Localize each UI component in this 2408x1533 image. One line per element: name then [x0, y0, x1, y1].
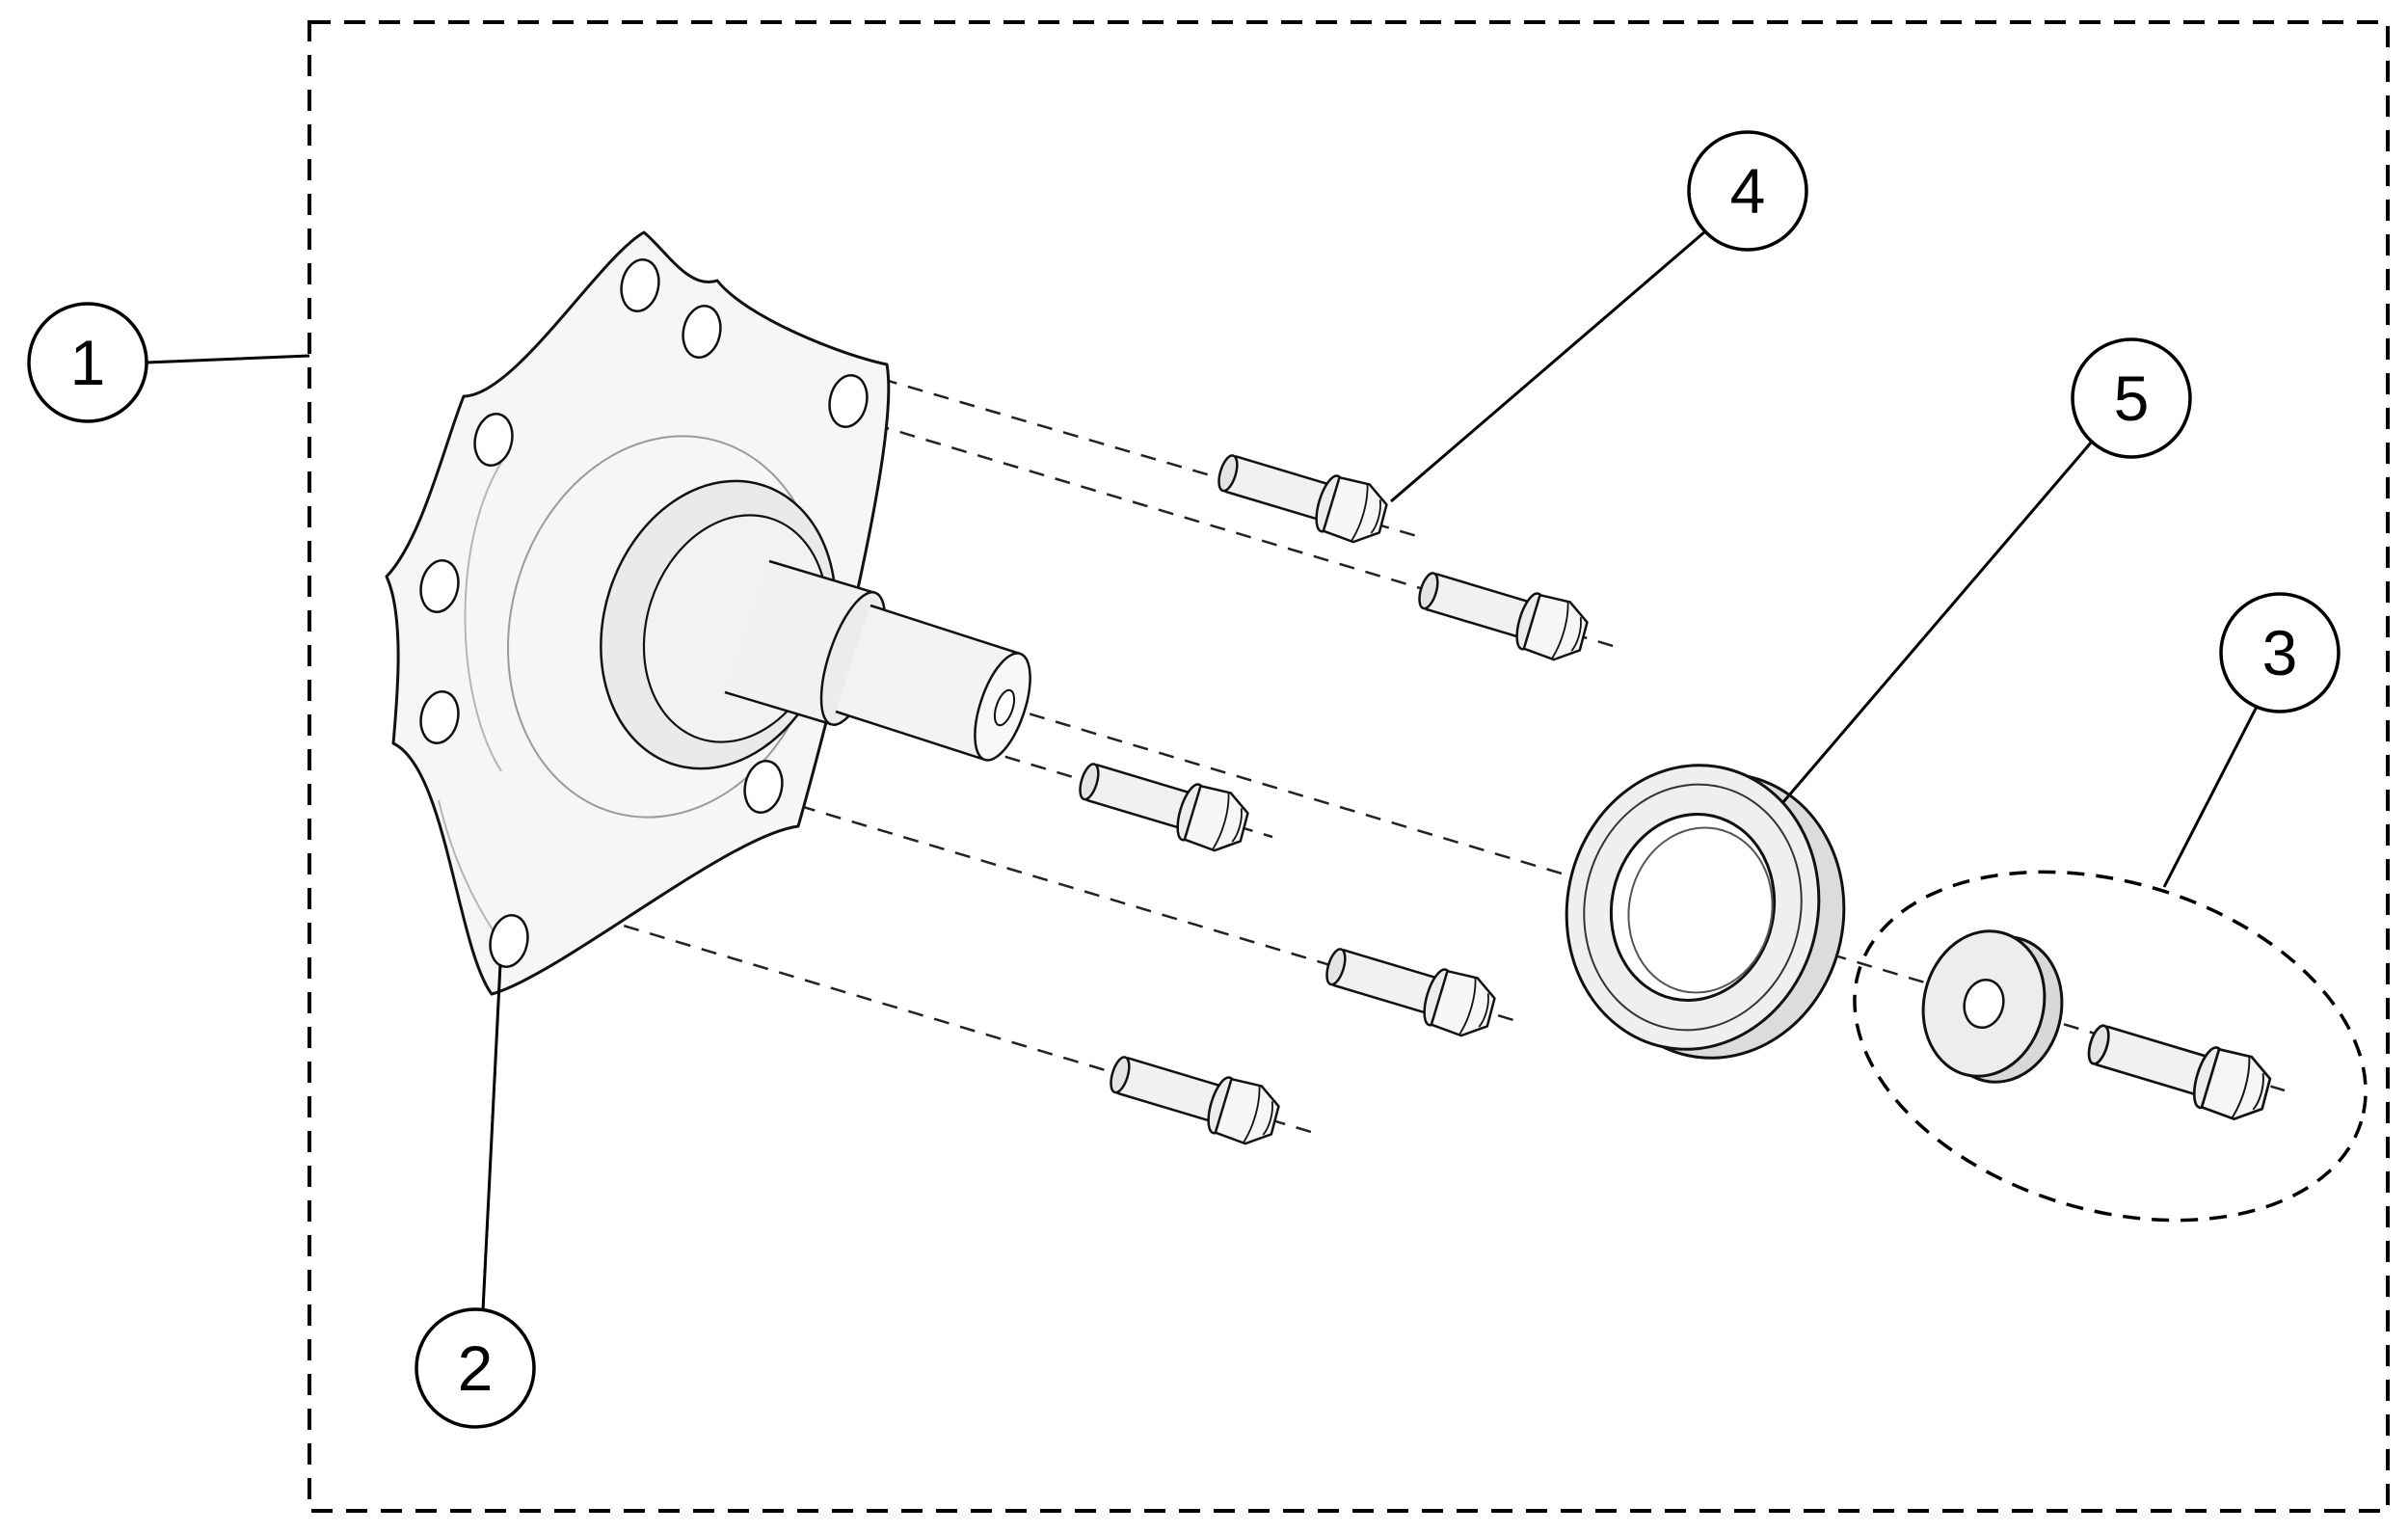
hub-bolt: [2079, 1009, 2277, 1128]
spindle-shaft-edge-bottom: [835, 710, 986, 762]
callout-5-leader: [1780, 441, 2094, 804]
wheel-hub: [385, 230, 1031, 996]
callout-3: 3: [2162, 592, 2341, 888]
callout-1: 1: [27, 302, 310, 423]
wheel-stud-5: [1103, 1042, 1285, 1151]
callout-2: 2: [415, 963, 536, 1429]
callout-2-leader: [481, 963, 502, 1311]
callout-1-leader: [146, 354, 310, 364]
hub-shading-line-1: [464, 462, 502, 772]
callout-3-leader: [2162, 706, 2259, 888]
callout-1-circle: [27, 302, 148, 423]
spindle-center-hole: [993, 688, 1016, 727]
callout-1-label: 1: [70, 327, 106, 398]
callout-4-circle: [1687, 130, 1808, 252]
seal-face-groove: [1583, 783, 1803, 1032]
hardware-group: [1853, 870, 2368, 1223]
callout-5: 5: [1780, 337, 2192, 804]
callout-3-label: 3: [2262, 617, 2298, 688]
callout-3-circle: [2219, 592, 2341, 713]
seal-bore: [1609, 813, 1777, 1002]
boundary-border: [308, 20, 2390, 1513]
lug-hole-5: [419, 559, 460, 613]
spindle-journal-edge-bottom: [724, 690, 832, 726]
explosion-line-1: [674, 316, 1418, 538]
wheel-stud-2: [1411, 558, 1593, 667]
callout-2-label: 2: [458, 1332, 494, 1404]
spindle-shaft-edge-top: [870, 604, 1021, 656]
lug-hole-1: [620, 258, 660, 312]
wheel-stud-4: [1319, 934, 1501, 1043]
wheel-stud-1: [1211, 441, 1393, 550]
hardware-group-boundary: [1853, 870, 2368, 1223]
wheel-stud-3: [1072, 749, 1254, 858]
washer-hole: [1963, 979, 2005, 1029]
callout-4-leader: [1390, 229, 1706, 503]
callout-5-label: 5: [2114, 363, 2150, 434]
callout-4-label: 4: [1730, 155, 1766, 227]
lug-hole-3: [828, 374, 869, 428]
hub-axis-line: [770, 634, 2286, 1092]
lug-hole-8: [489, 914, 529, 968]
callout-5-circle: [2071, 337, 2192, 459]
callout-4: 4: [1390, 130, 1808, 503]
lug-hole-4: [473, 413, 514, 467]
seal-bore-lip: [1627, 826, 1774, 994]
lug-hole-2: [682, 305, 722, 359]
callout-2-circle: [415, 1307, 536, 1429]
lug-hole-6: [419, 690, 460, 744]
seal-ring: [1565, 764, 1846, 1060]
spindle-journal-edge-top: [768, 559, 876, 595]
spindle-shaft: [836, 605, 1020, 760]
lug-hole-7: [743, 760, 784, 814]
